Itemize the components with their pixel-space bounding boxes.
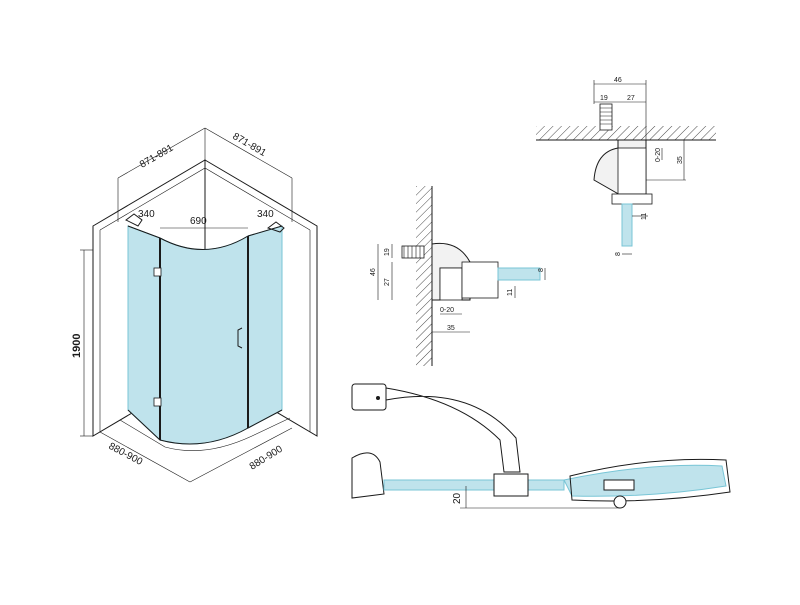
ceiling-hatch xyxy=(536,126,716,140)
top-dim-11: 11 xyxy=(641,213,648,220)
hinge-top xyxy=(153,267,162,277)
top-dim-19: 19 xyxy=(600,95,608,102)
dim-door-opening: 690 xyxy=(190,216,207,227)
wall-dim-35: 35 xyxy=(447,325,455,332)
wall-bracket-right xyxy=(266,221,285,233)
top-glass xyxy=(621,203,633,247)
door-handle xyxy=(237,327,243,349)
wall-dim-8: 8 xyxy=(538,268,545,272)
dim-width-right: 871-891 xyxy=(231,131,269,159)
top-dim-0-20: 0-20 xyxy=(655,148,662,162)
top-dim-35: 35 xyxy=(677,156,684,164)
dim-side-left: 340 xyxy=(138,209,155,220)
glass-right-panel xyxy=(247,225,283,429)
wall-bracket-left xyxy=(125,213,143,227)
connector-block xyxy=(493,473,529,497)
wall-mount-lower xyxy=(351,452,385,499)
wall-hatch xyxy=(416,186,432,366)
hinge-glass xyxy=(383,479,565,491)
wall-dim-27: 27 xyxy=(384,278,391,286)
wall-profile-detail: 46 19 27 8 11 0-20 35 xyxy=(370,186,546,366)
wall-dim-19: 19 xyxy=(384,248,391,256)
top-dim-46: 46 xyxy=(614,77,622,84)
enclosure-view: 871-891 871-891 340 340 690 1900 880-900… xyxy=(71,127,318,483)
dim-base-left: 880-900 xyxy=(107,441,145,468)
wall-glass xyxy=(497,267,541,281)
dim-base-right: 880-900 xyxy=(248,444,285,473)
support-mount xyxy=(351,383,387,411)
top-dim-27: 27 xyxy=(627,95,635,102)
support-arm xyxy=(385,387,521,473)
top-dim-8: 8 xyxy=(615,252,622,256)
dim-width-left: 871-891 xyxy=(138,143,176,171)
top-profile-detail: 46 19 27 0-20 35 11 8 xyxy=(536,77,716,256)
dim-height: 1900 xyxy=(71,334,83,358)
curved-glass xyxy=(563,464,727,497)
hinge-dim-20: 20 xyxy=(452,492,463,504)
hinge-bottom xyxy=(153,397,162,407)
wall-dim-46: 46 xyxy=(370,268,377,276)
wall-dim-11: 11 xyxy=(507,289,514,296)
hinge-knob xyxy=(613,495,627,509)
wall-dim-0-20: 0-20 xyxy=(440,307,454,314)
dim-side-right: 340 xyxy=(257,209,274,220)
hinge-detail: 20 xyxy=(351,383,731,509)
glass-left-panel xyxy=(127,225,161,442)
glass-curved-door xyxy=(159,235,249,445)
